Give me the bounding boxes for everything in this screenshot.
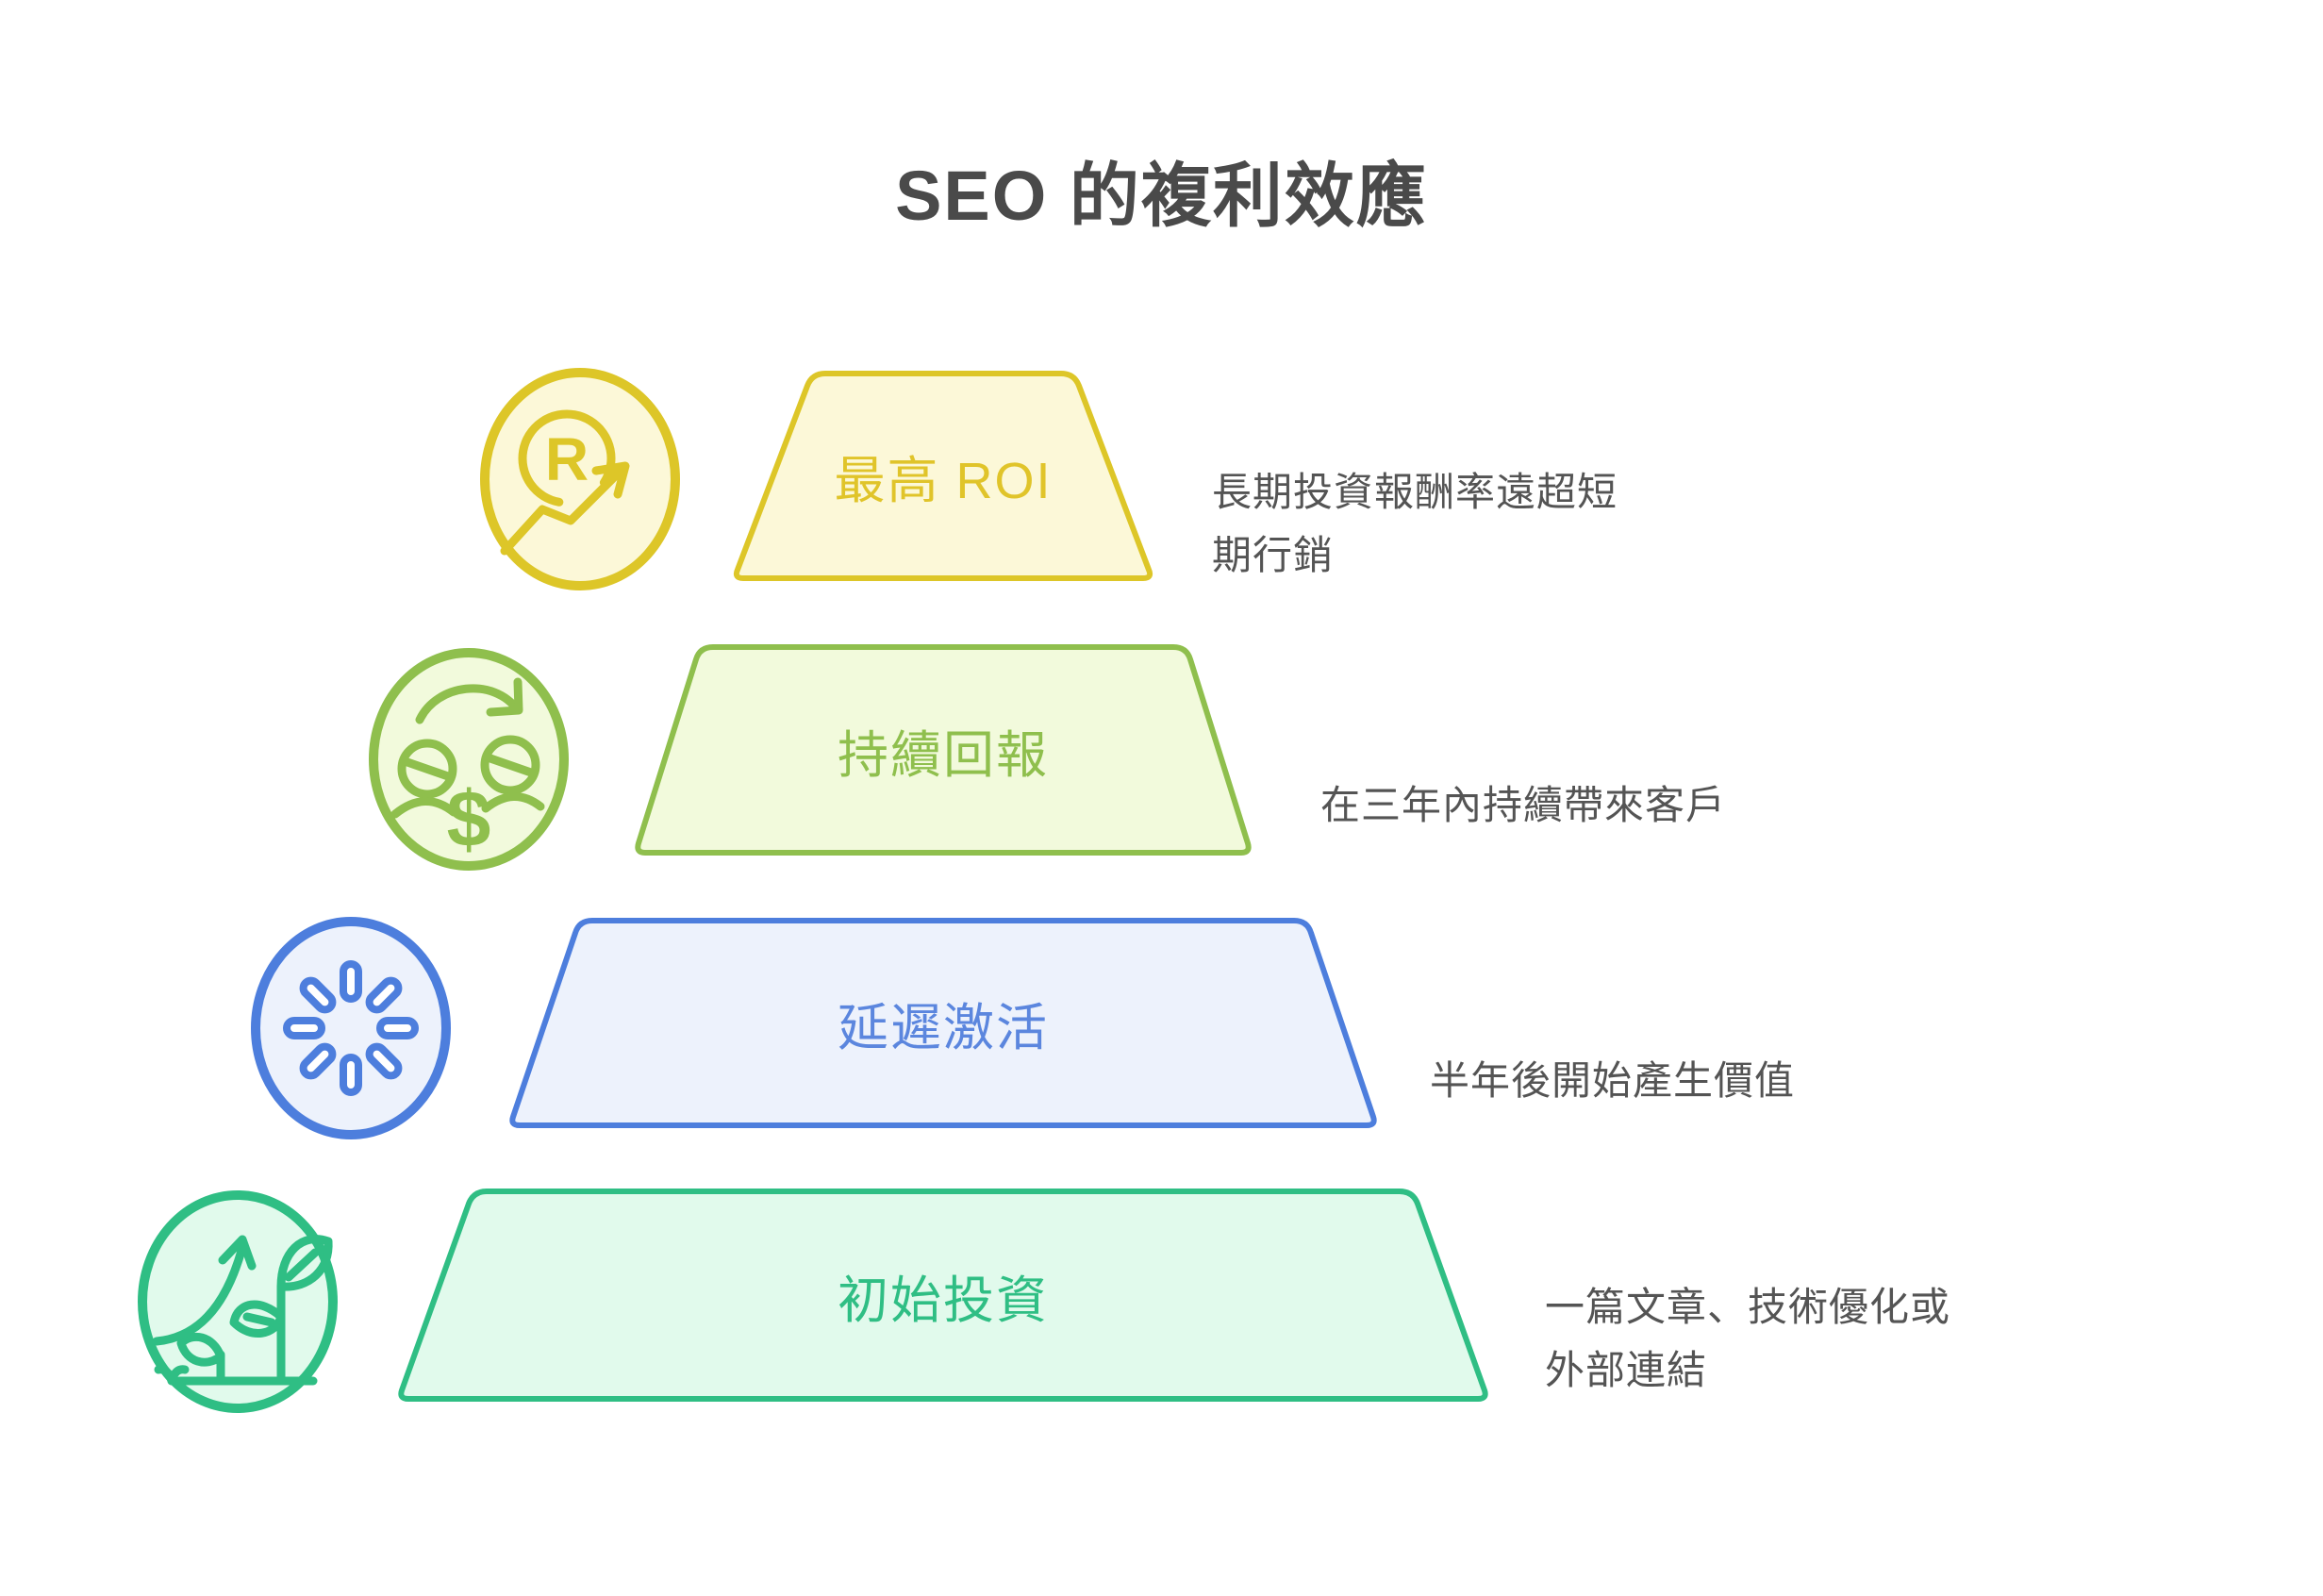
spinner-blade	[340, 960, 362, 1003]
cycle-arrow	[415, 684, 523, 724]
spinner-blade	[299, 976, 337, 1014]
coin-left-band	[400, 756, 453, 781]
coin-right-band	[483, 753, 536, 777]
sprout-leaf	[176, 1332, 225, 1367]
letter-r: R	[545, 425, 589, 493]
pyramid-level-3-description: 半年後開始產生價值	[1430, 1058, 1796, 1103]
trend-arrow-head	[591, 461, 630, 499]
pyramid-level-1-shape	[733, 371, 1153, 581]
plant-growth-arrow-icon	[138, 1190, 338, 1413]
pyramid-level-2-shape	[635, 644, 1252, 856]
roi-registered-trend-icon: R	[480, 368, 680, 590]
plant-leaf-top	[276, 1235, 333, 1291]
pyramid-level-4-shape	[398, 1189, 1488, 1402]
spinner-blade	[283, 1017, 325, 1039]
arc-right	[481, 792, 545, 813]
coin-left	[397, 739, 457, 799]
spinner-blade	[365, 1042, 403, 1080]
spinner-blade	[365, 976, 403, 1014]
trend-arrow	[500, 463, 628, 556]
plant-leaf-mid-vein	[242, 1312, 276, 1327]
cycle-arrow-head	[486, 677, 523, 717]
growth-arrow-head	[218, 1235, 257, 1271]
pyramid-level-3-shape	[509, 918, 1377, 1128]
plant-leaf-mid	[229, 1300, 286, 1338]
grass-blade-right	[167, 1365, 190, 1386]
plant-leaf-top-vein	[284, 1248, 320, 1282]
growth-curve-arrow	[152, 1246, 246, 1346]
reinvest-coins-icon: $	[369, 648, 569, 871]
pyramid-level-4-description: 一篇文章、技術優化或外部連結	[1545, 1285, 1951, 1393]
dollar-sign: $	[447, 774, 491, 863]
icon-circle	[251, 917, 451, 1139]
spinner-blade	[340, 1054, 362, 1096]
arc-left	[390, 797, 458, 819]
coin-right	[480, 735, 540, 795]
spinner-blade	[299, 1042, 337, 1080]
page-title: SEO 的複利效應	[895, 157, 1428, 235]
spinner-loading-icon	[251, 917, 451, 1139]
pyramid-level-1-description: 長期投資報酬率遠超短期行銷	[1212, 470, 1618, 578]
pyramid-level-2-description: 在三年內持續帶來客戶	[1320, 783, 1727, 827]
spinner-blade	[376, 1017, 419, 1039]
